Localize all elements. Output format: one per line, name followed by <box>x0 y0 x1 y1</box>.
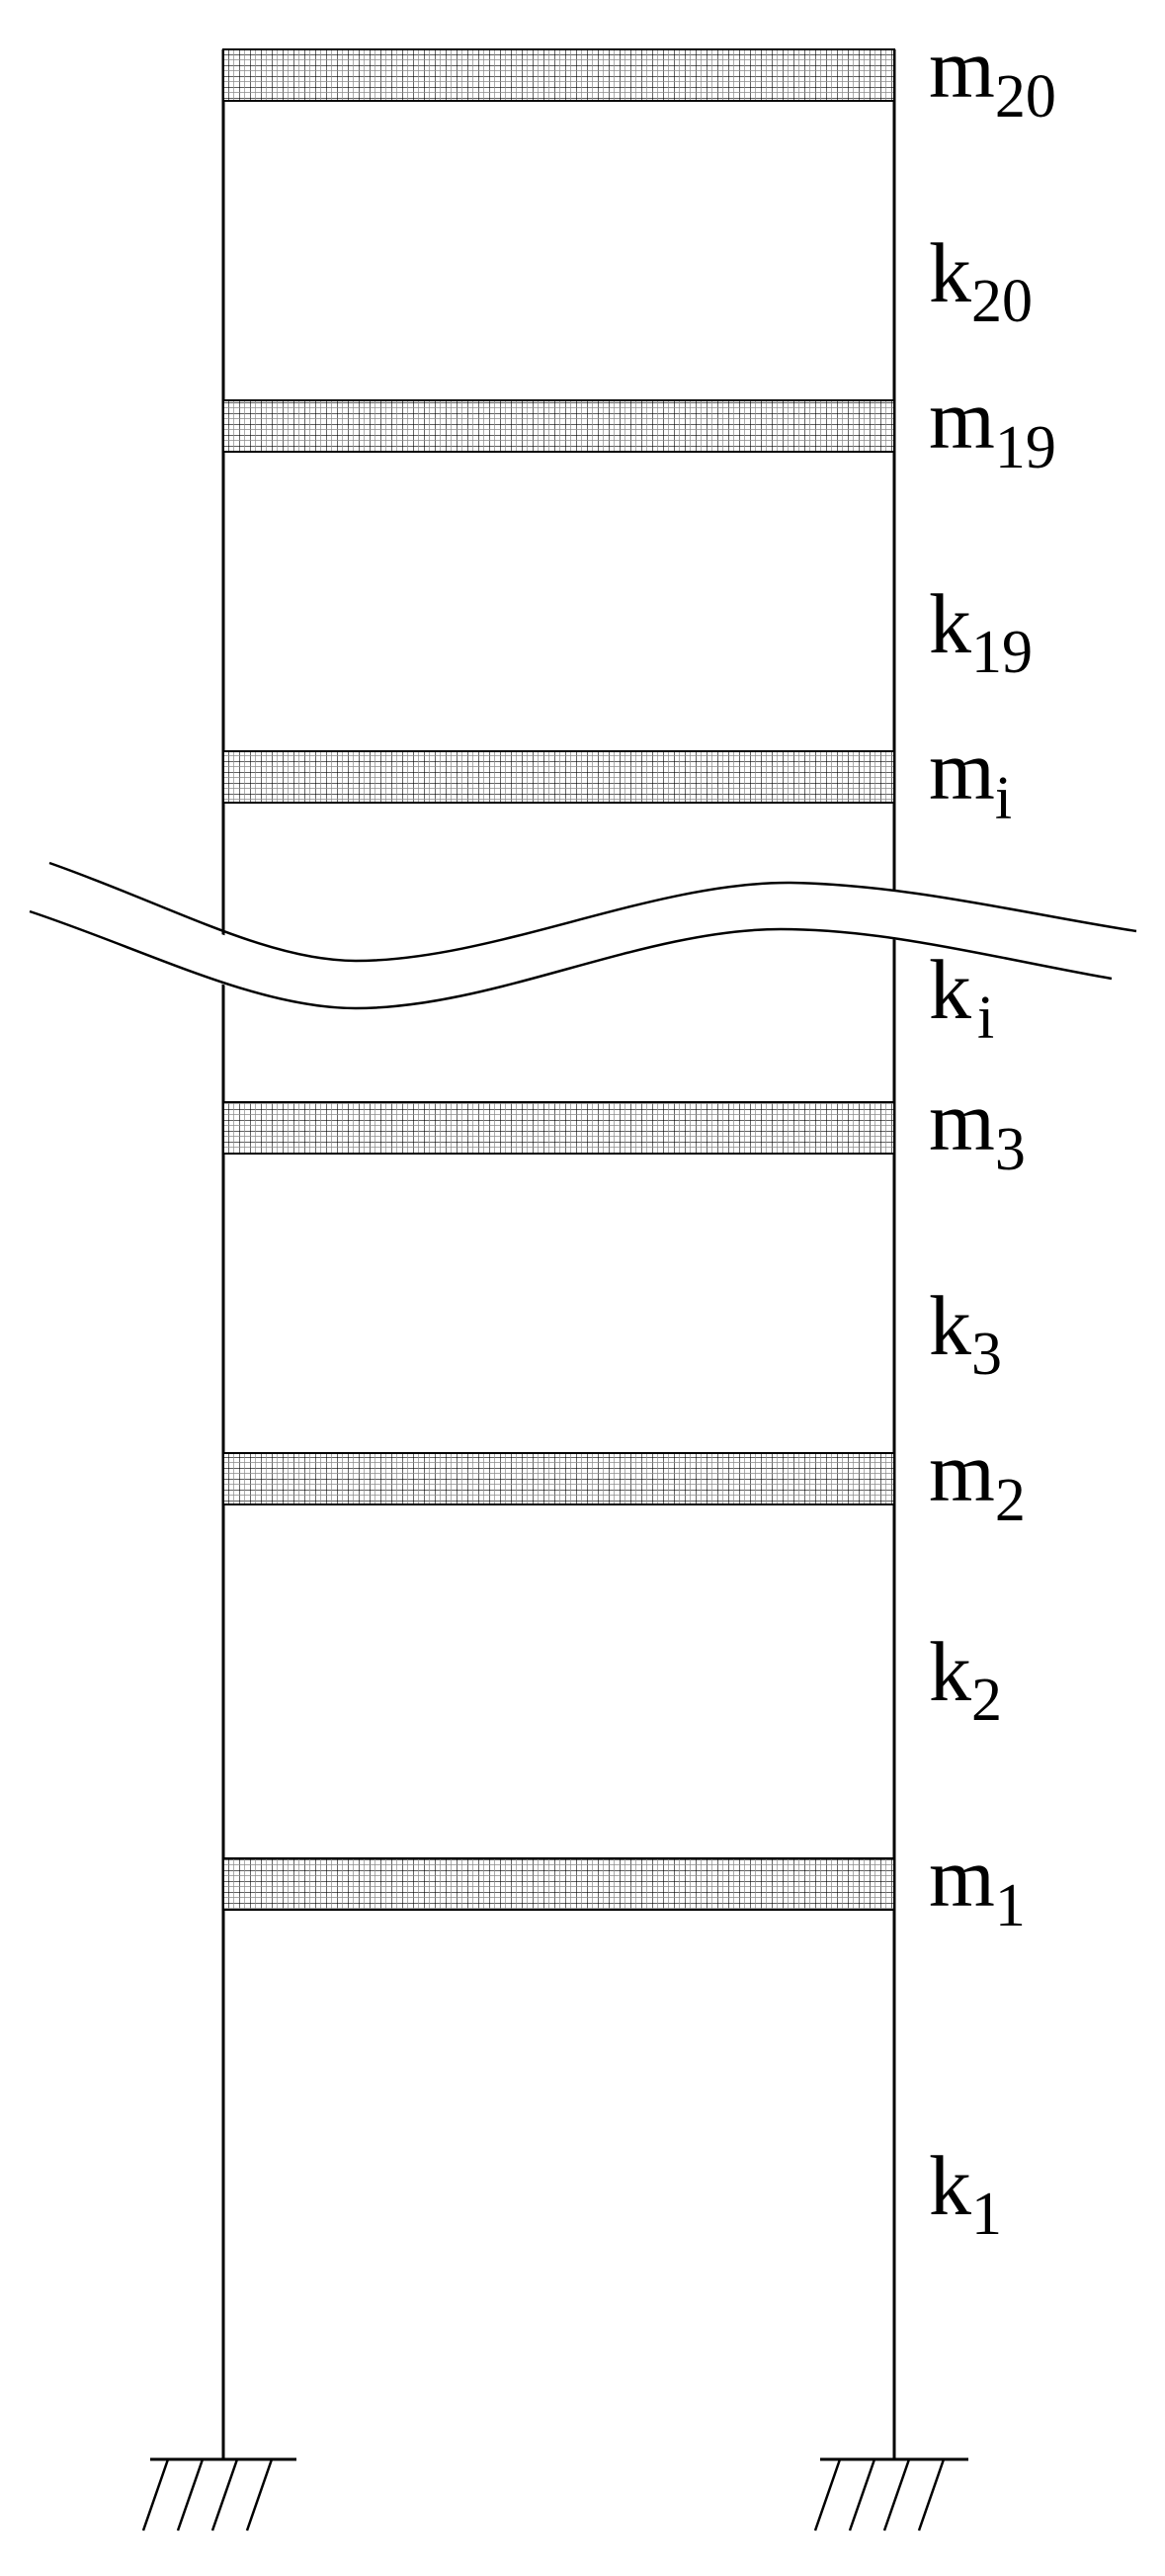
slab-floor-19 <box>222 399 895 453</box>
slab-floor-20 <box>222 48 895 102</box>
mass-label-19: m19 <box>929 372 1056 481</box>
break-line-lower <box>29 909 1113 1010</box>
mass-label-20: m20 <box>929 21 1056 130</box>
right-support-hatch <box>813 2458 946 2532</box>
slab-floor-i <box>222 750 895 804</box>
mass-label-2: m2 <box>929 1424 1026 1534</box>
break-line-mask <box>15 860 1136 1008</box>
stiffness-label-i: ki <box>929 942 994 1052</box>
break-line-upper <box>48 861 1137 963</box>
stiffness-label-3: k3 <box>929 1278 1002 1388</box>
slab-floor-2 <box>222 1452 895 1505</box>
slab-floor-1 <box>222 1857 895 1911</box>
mass-label-1: m1 <box>929 1830 1026 1939</box>
stiffness-label-2: k2 <box>929 1624 1002 1734</box>
mass-label-3: m3 <box>929 1073 1026 1183</box>
stiffness-label-1: k1 <box>929 2138 1002 2248</box>
mass-label-i: mi <box>929 723 1012 832</box>
stiffness-label-19: k19 <box>929 576 1033 686</box>
slab-floor-3 <box>222 1101 895 1155</box>
stiffness-label-20: k20 <box>929 225 1033 335</box>
left-support-hatch <box>141 2458 274 2532</box>
